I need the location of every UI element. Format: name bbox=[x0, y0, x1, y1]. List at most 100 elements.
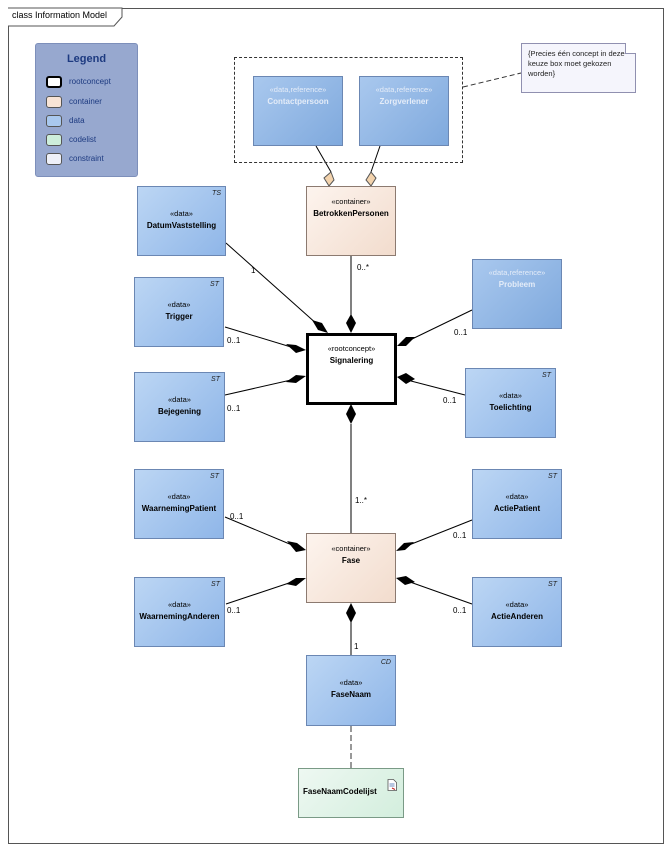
class-name: WaarnemingAnderen bbox=[139, 612, 220, 621]
composition-diamond bbox=[397, 373, 415, 384]
stereotype-label: «data,reference» bbox=[375, 85, 433, 94]
class-name: BetrokkenPersonen bbox=[313, 209, 389, 218]
type-label: ST bbox=[548, 581, 557, 588]
class-actie-anderen[interactable]: ST «data» ActieAnderen bbox=[472, 577, 562, 647]
class-name: DatumVaststelling bbox=[146, 221, 217, 230]
assoc-waarnemingpatient bbox=[224, 516, 293, 546]
type-label: ST bbox=[210, 281, 219, 288]
class-name: ActieAnderen bbox=[490, 612, 543, 621]
stereotype-label: «data» bbox=[505, 492, 529, 501]
stereotype-label: «data,reference» bbox=[488, 268, 546, 277]
class-name: Zorgverlener bbox=[379, 97, 429, 106]
assoc-toelichting bbox=[410, 380, 466, 396]
class-name: Probleem bbox=[498, 280, 536, 289]
class-name: Bejegening bbox=[157, 407, 202, 416]
type-label: ST bbox=[211, 376, 220, 383]
stereotype-label: «data» bbox=[505, 600, 529, 609]
class-fase[interactable]: «container» Fase bbox=[306, 533, 396, 603]
note-connector bbox=[462, 72, 522, 88]
composition-diamond bbox=[396, 576, 415, 585]
class-bejegening[interactable]: ST «data» Bejegening bbox=[134, 372, 225, 442]
stereotype-label: «data» bbox=[167, 492, 191, 501]
assoc-probleem bbox=[409, 309, 473, 341]
legend-label: codelist bbox=[69, 135, 97, 144]
document-icon bbox=[387, 779, 397, 791]
composition-diamond bbox=[346, 404, 356, 424]
legend-swatch bbox=[46, 96, 62, 108]
class-fase-naam[interactable]: CD «data» FaseNaam bbox=[306, 655, 396, 726]
assoc-actiepatient bbox=[408, 519, 473, 546]
class-betrokken-personen[interactable]: «container» BetrokkenPersonen bbox=[306, 186, 396, 256]
stereotype-label: «data» bbox=[167, 300, 191, 309]
assoc-datum bbox=[225, 242, 319, 326]
class-contactpersoon[interactable]: «data,reference» Contactpersoon bbox=[253, 76, 343, 146]
multiplicity-actieanderen: 0..1 bbox=[453, 606, 467, 615]
stereotype-label: «rootconcept» bbox=[327, 344, 376, 353]
aggregation-diamond bbox=[365, 171, 377, 187]
diagram-frame bbox=[8, 8, 664, 844]
class-waarneming-anderen[interactable]: ST «data» WaarnemingAnderen bbox=[134, 577, 225, 647]
legend-label: rootconcept bbox=[69, 77, 111, 86]
class-datum-vaststelling[interactable]: TS «data» DatumVaststelling bbox=[137, 186, 226, 256]
multiplicity-betrokken: 0..* bbox=[357, 263, 370, 272]
assoc-actieanderen bbox=[409, 581, 473, 605]
constraint-note: {Precies één concept in deze keuze box m… bbox=[521, 43, 636, 93]
stereotype-label: «container» bbox=[331, 197, 371, 206]
class-name: Contactpersoon bbox=[267, 97, 329, 106]
type-label: ST bbox=[548, 473, 557, 480]
type-label: CD bbox=[380, 659, 391, 666]
class-name: Trigger bbox=[165, 312, 193, 321]
class-name: ActiePatient bbox=[493, 504, 541, 513]
class-fase-naam-codelijst[interactable]: FaseNaamCodelijst bbox=[298, 768, 404, 818]
legend-label: container bbox=[69, 97, 102, 106]
class-trigger[interactable]: ST «data» Trigger bbox=[134, 277, 224, 347]
stereotype-label: «container» bbox=[331, 544, 371, 553]
composition-diamond bbox=[286, 578, 306, 586]
legend-label: data bbox=[69, 116, 85, 125]
link-zorgverlener bbox=[370, 145, 381, 173]
composition-diamond bbox=[286, 375, 306, 383]
assoc-bejegening bbox=[224, 379, 292, 396]
composition-diamond bbox=[287, 541, 306, 552]
note-text: {Precies één concept in deze keuze box m… bbox=[528, 49, 625, 78]
diagram-title: class Information Model bbox=[12, 10, 108, 20]
stereotype-label: «data,reference» bbox=[269, 85, 327, 94]
multiplicity-toelichting: 0..1 bbox=[443, 396, 457, 405]
legend-swatch bbox=[46, 115, 62, 127]
class-actie-patient[interactable]: ST «data» ActiePatient bbox=[472, 469, 562, 539]
assoc-trigger bbox=[224, 326, 292, 348]
legend-swatch bbox=[46, 153, 62, 165]
legend-title: Legend bbox=[66, 53, 107, 65]
stereotype-label: «data» bbox=[168, 600, 191, 609]
composition-diamond bbox=[312, 320, 328, 333]
class-waarneming-patient[interactable]: ST «data» WaarnemingPatient bbox=[134, 469, 224, 539]
composition-diamond bbox=[396, 542, 414, 551]
class-name: FaseNaamCodelijst bbox=[303, 787, 377, 796]
class-name: WaarnemingPatient bbox=[141, 504, 217, 513]
frame-tab bbox=[8, 7, 123, 27]
multiplicity-datum: 1 bbox=[251, 266, 256, 275]
multiplicity-waarnemingpatient: 0..1 bbox=[230, 512, 244, 521]
multiplicity-trigger: 0..1 bbox=[227, 336, 241, 345]
class-zorgverlener[interactable]: «data,reference» Zorgverlener bbox=[359, 76, 449, 146]
composition-diamond bbox=[286, 344, 306, 353]
legend-swatch bbox=[46, 76, 62, 88]
type-label: ST bbox=[210, 473, 219, 480]
class-name: Toelichting bbox=[489, 403, 532, 412]
aggregation-diamond bbox=[323, 171, 335, 187]
stereotype-label: «data» bbox=[339, 678, 363, 687]
multiplicity-waarnemingandere: 0..1 bbox=[227, 606, 241, 615]
assoc-waarnemingandere bbox=[225, 581, 293, 605]
choice-group bbox=[234, 57, 463, 163]
note-fold-corner bbox=[625, 43, 636, 54]
class-probleem[interactable]: «data,reference» Probleem bbox=[472, 259, 562, 329]
link-contactpersoon bbox=[315, 145, 332, 173]
composition-diamond bbox=[397, 337, 415, 346]
legend: Legend rootconcept container data codeli… bbox=[35, 43, 138, 177]
multiplicity-bejegening: 0..1 bbox=[227, 404, 241, 413]
class-toelichting[interactable]: ST «data» Toelichting bbox=[465, 368, 556, 438]
stereotype-label: «data» bbox=[170, 209, 193, 218]
class-name: Fase bbox=[341, 556, 361, 565]
class-signalering[interactable]: «rootconcept» Signalering bbox=[306, 333, 397, 405]
